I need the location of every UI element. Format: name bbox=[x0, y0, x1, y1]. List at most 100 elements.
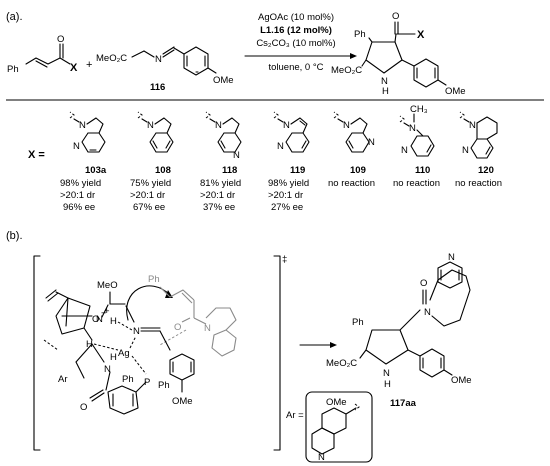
imine-ester-label: MeO₂C bbox=[96, 53, 127, 64]
transition-state-structure: MeO O − N Ph O N N + H H bbox=[43, 274, 237, 415]
svg-text:MeO: MeO bbox=[97, 280, 118, 291]
reactant-o-label: O bbox=[57, 34, 64, 45]
svg-text:N: N bbox=[283, 120, 290, 131]
svg-text:O: O bbox=[92, 314, 99, 325]
x-equals-label: X = bbox=[28, 149, 45, 161]
svg-text:N: N bbox=[204, 323, 211, 334]
svg-text:N: N bbox=[462, 145, 469, 156]
svg-text:Ph: Ph bbox=[158, 380, 170, 391]
svg-text:O: O bbox=[420, 278, 427, 289]
condition-line-1: AgOAc (10 mol%) bbox=[258, 12, 334, 23]
result-103a-3: 96% ee bbox=[63, 202, 95, 213]
substituent-120: N N 120 no reaction bbox=[455, 111, 502, 189]
cinnamoyl-reactant: Ph O X bbox=[7, 34, 78, 75]
svg-text:N: N bbox=[277, 141, 284, 152]
svg-text:N: N bbox=[401, 145, 408, 156]
svg-text:P: P bbox=[144, 377, 150, 388]
substituent-110: N CH₃ N 110 no reaction bbox=[393, 104, 440, 189]
svg-text:O: O bbox=[174, 322, 181, 333]
reaction-conditions: AgOAc (10 mol%) L1.16 (12 mol%) Cs₂CO₃ (… bbox=[244, 12, 357, 73]
svg-text:N: N bbox=[73, 141, 80, 152]
result-118-1: 81% yield bbox=[200, 178, 241, 189]
svg-text:Ph: Ph bbox=[352, 317, 364, 328]
svg-text:OMe: OMe bbox=[451, 375, 472, 386]
substituent-id-103a: 103a bbox=[85, 165, 107, 176]
result-108-3: 67% ee bbox=[133, 202, 165, 213]
product-n-label: N bbox=[381, 76, 388, 87]
imine-ome-label: OMe bbox=[213, 75, 234, 86]
result-118-2: >20:1 dr bbox=[200, 190, 235, 201]
substituent-id-120: 120 bbox=[478, 165, 494, 176]
result-119-1: 98% yield bbox=[268, 178, 309, 189]
imine-116: MeO₂C N OMe 116 bbox=[96, 46, 234, 93]
ar-equals-label: Ar = bbox=[286, 410, 304, 421]
ar-definition: Ar = OMe N bbox=[286, 391, 373, 463]
svg-text:O: O bbox=[80, 402, 87, 413]
svg-text:Ph: Ph bbox=[122, 374, 134, 385]
ar-ome-label: OMe bbox=[326, 397, 347, 408]
product-pyrrolidine: O X Ph MeO₂C N H OMe bbox=[331, 11, 466, 97]
result-109-1: no reaction bbox=[328, 178, 375, 189]
svg-text:N: N bbox=[409, 123, 416, 134]
svg-text:Ph: Ph bbox=[148, 274, 160, 285]
substituent-119: N N 119 98% yield >20:1 dr 27% ee bbox=[268, 111, 310, 213]
result-119-2: >20:1 dr bbox=[268, 190, 303, 201]
substituent-108: N 108 75% yield >20:1 dr 67% ee bbox=[130, 111, 174, 213]
svg-text:H: H bbox=[110, 316, 117, 327]
substituent-id-119: 119 bbox=[290, 165, 305, 176]
reactant-ph-label: Ph bbox=[7, 64, 19, 75]
transition-state-brackets: ‡ bbox=[33, 254, 287, 451]
product-ome-label: OMe bbox=[445, 86, 466, 97]
panel-b-label: (b). bbox=[6, 230, 23, 242]
substituent-id-110: 110 bbox=[415, 165, 430, 176]
svg-text:N: N bbox=[368, 137, 375, 148]
ar-n-label: N bbox=[318, 452, 325, 463]
imine-number: 116 bbox=[150, 82, 165, 93]
svg-text:N: N bbox=[469, 120, 476, 131]
svg-text:N: N bbox=[104, 364, 111, 375]
svg-text:N: N bbox=[79, 120, 86, 131]
svg-text:N: N bbox=[233, 150, 240, 161]
svg-text:N: N bbox=[424, 307, 431, 318]
result-120-1: no reaction bbox=[455, 178, 502, 189]
svg-text:N: N bbox=[215, 120, 222, 131]
result-108-1: 75% yield bbox=[130, 178, 171, 189]
ch3-label: CH₃ bbox=[410, 104, 428, 115]
svg-text:OMe: OMe bbox=[172, 396, 193, 407]
substituent-118: N N 118 81% yield >20:1 dr 37% ee bbox=[200, 111, 242, 213]
svg-text:MeO₂C: MeO₂C bbox=[326, 358, 357, 369]
result-103a-2: >20:1 dr bbox=[60, 190, 95, 201]
svg-text:N: N bbox=[147, 120, 154, 131]
svg-text:N: N bbox=[133, 326, 140, 337]
svg-text:H: H bbox=[86, 339, 93, 350]
imine-n-label: N bbox=[155, 54, 162, 65]
result-119-3: 27% ee bbox=[271, 202, 303, 213]
product-117aa: O N N Ph MeO₂C N H OMe 117aa bbox=[326, 252, 472, 409]
condition-line-4: toluene, 0 °C bbox=[268, 62, 323, 73]
reactant-x-label: X bbox=[70, 62, 78, 74]
substituent-id-109: 109 bbox=[350, 165, 366, 176]
result-103a-1: 98% yield bbox=[60, 178, 101, 189]
product-o-label: O bbox=[392, 11, 399, 22]
svg-text:N: N bbox=[96, 314, 103, 325]
substituent-id-118: 118 bbox=[222, 165, 237, 176]
svg-text:N: N bbox=[343, 120, 350, 131]
svg-text:H: H bbox=[110, 352, 117, 363]
substituent-103a: N N 103a 98% yield >20:1 dr 96% ee bbox=[60, 111, 107, 213]
panel-a-label: (a). bbox=[6, 11, 23, 23]
product-117aa-label: 117aa bbox=[390, 398, 417, 409]
substituent-id-108: 108 bbox=[155, 165, 171, 176]
product-ester-label: MeO₂C bbox=[331, 65, 362, 76]
result-118-3: 37% ee bbox=[203, 202, 235, 213]
svg-text:N: N bbox=[448, 252, 455, 263]
svg-text:−: − bbox=[101, 308, 107, 319]
plus-sign: + bbox=[86, 59, 92, 71]
condition-line-2: L1.16 (12 mol%) bbox=[260, 25, 332, 36]
product-h-label: H bbox=[382, 86, 389, 97]
product-x-label: X bbox=[417, 29, 425, 41]
svg-text:N: N bbox=[383, 368, 390, 379]
svg-text:Ag: Ag bbox=[118, 348, 130, 359]
svg-text:H: H bbox=[384, 379, 391, 390]
condition-line-3: Cs₂CO₃ (10 mol%) bbox=[256, 38, 335, 49]
product-ph-label: Ph bbox=[354, 29, 366, 40]
